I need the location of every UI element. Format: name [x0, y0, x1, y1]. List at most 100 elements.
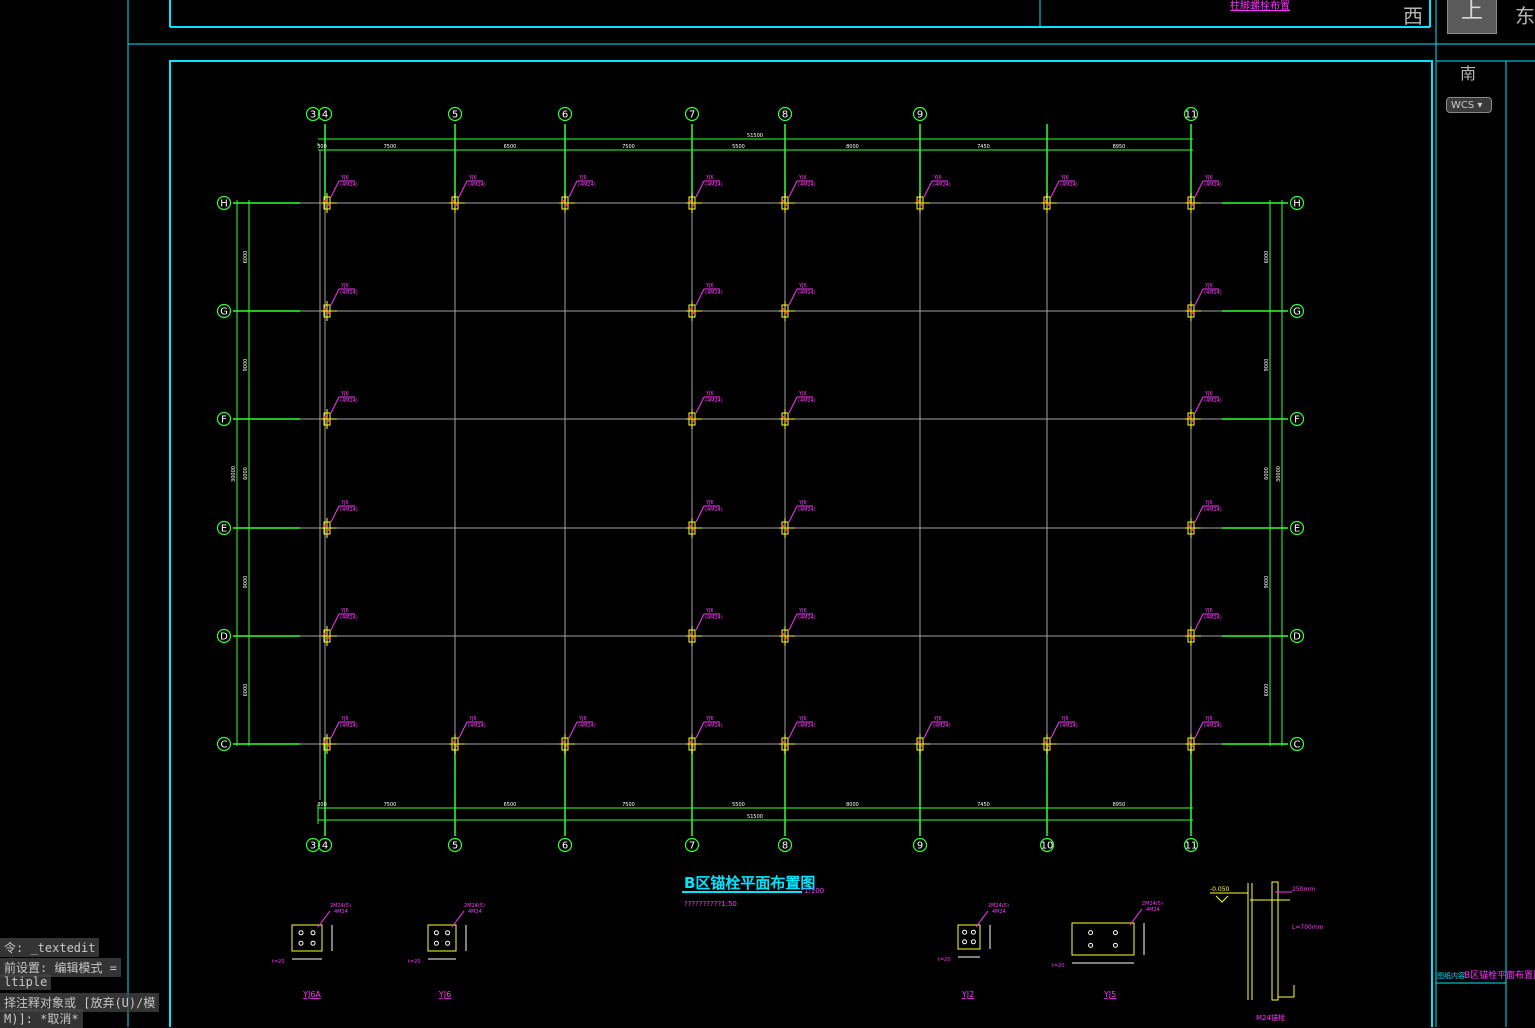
anchor-bolt-8F-tag: YJ6 — [798, 391, 807, 397]
anchor-bolt-8E-spec: (4M24) — [798, 507, 816, 513]
axis-bubble-bottom-4-circle — [317, 837, 333, 853]
command-line-prompt-2[interactable]: M)]: *取消* — [0, 1009, 83, 1028]
anchor-bolt-11D-bolt-2 — [1191, 636, 1195, 640]
wcs-menu-button[interactable]: WCS ▾ — [1446, 97, 1492, 113]
anchor-bolt-4C-bolt-1 — [323, 740, 327, 744]
axis-bubble-left-G: G — [220, 307, 228, 318]
anchor-bolt-11H-tag: YJ6 — [1204, 175, 1213, 181]
axis-bubble-top-11-circle — [1183, 106, 1199, 122]
axis-bubble-left-F-circle — [216, 411, 232, 427]
anchor-bolt-10C-bolt-2 — [1047, 744, 1051, 748]
top-dim-dim-7: 8950 — [1113, 144, 1126, 150]
anchor-bolt-9H-leader — [923, 180, 933, 198]
anchor-bolt-8C-bolt-1 — [781, 740, 785, 744]
anchor-bolt-8E-leader — [788, 505, 798, 523]
anchor-bolt-8C-leader — [788, 721, 798, 739]
bottom-dim-dim-2: 6500 — [504, 802, 517, 808]
anchor-bolt-11F-bolt-2 — [1191, 419, 1195, 423]
anchor-bolt-7G-leader — [695, 288, 705, 306]
detail-bolt-hole-1-0 — [433, 930, 439, 936]
anchor-bolt-section[interactable]: -0.050 250mm L=700mm M24锚栓 — [1210, 881, 1324, 1022]
detail-label-3: YJ5 — [1103, 990, 1116, 999]
viewcube-south[interactable]: 南 — [1460, 64, 1477, 83]
anchor-bolt-4E-spec: (4M24) — [340, 507, 358, 513]
detail-bolt-hole-3-1 — [1112, 930, 1118, 936]
anchor-bolt-11D-bolt-1 — [1187, 632, 1191, 636]
detail-bolt-hole-2-2 — [962, 939, 968, 945]
detail-spec2-1: 4M24 — [468, 909, 482, 915]
axis-bubble-bottom-11-circle — [1183, 837, 1199, 853]
anchor-bolt-8H-bolt-1 — [781, 199, 785, 203]
axis-bubble-right-E-circle — [1289, 520, 1305, 536]
left-dim-dim-3: 9000 — [243, 576, 249, 589]
anchor-bolt-7C: YJ6(4M24) — [686, 716, 723, 754]
anchor-bolt-4H-spec: (4M24) — [340, 182, 358, 188]
left-dim-dim-1: 9000 — [243, 359, 249, 372]
anchor-bolt-7C-bolt-1 — [688, 740, 692, 744]
anchor-bolt-7F-tag: YJ6 — [705, 391, 714, 397]
anchor-bolt-9H: YJ6(4M24) — [914, 175, 951, 213]
anchor-bolt-5C-bolt-1 — [451, 740, 455, 744]
right-dim-dim-3: 9000 — [1264, 576, 1270, 589]
anchor-bolt-5H-bolt-1 — [451, 199, 455, 203]
detail-spec2-3: 4M24 — [1146, 907, 1160, 913]
command-line-history-2: 前设置: 编辑模式 = — [0, 958, 121, 977]
side-title: B区锚栓平面布置图 — [1464, 969, 1535, 981]
axis-bubble-top-6: 6 — [562, 110, 568, 121]
anchor-bolt-8C: YJ6(4M24) — [779, 716, 816, 754]
viewcube-top-face[interactable]: 上 — [1447, 0, 1497, 34]
top-dim-dim-3: 7500 — [622, 144, 635, 150]
anchor-bolt-11G-spec: (4M24) — [1204, 290, 1222, 296]
axis-bubble-bottom-9: 9 — [917, 841, 923, 852]
axis-bubble-left-C-circle — [216, 736, 232, 752]
anchor-bolt-11D-leader — [1194, 613, 1204, 631]
right-dim-dim-0: 6000 — [1264, 251, 1270, 264]
anchor-bolt-8H-spec: (4M24) — [798, 182, 816, 188]
anchor-bolt-4G-bolt-2 — [327, 311, 331, 315]
right-dim-dim-2: 6000 — [1264, 467, 1270, 480]
axis-bubble-top-5-circle — [447, 106, 463, 122]
anchor-bolt-6H-bolt-2 — [565, 203, 569, 207]
anchor-bolt-7F: YJ6(4M24) — [686, 391, 723, 429]
anchor-bolt-8G: YJ6(4M24) — [779, 283, 816, 321]
anchor-bolt-8F-spec: (4M24) — [798, 398, 816, 404]
axis-bubble-bottom-3: 3 — [310, 841, 316, 852]
detail-bolt-hole-1-3 — [445, 940, 451, 946]
axis-bubble-top-6-circle — [557, 106, 573, 122]
anchor-bolt-7D-bolt-1 — [688, 632, 692, 636]
anchor-bolt-4D-bolt-1 — [323, 632, 327, 636]
top-dim-dim-5: 8000 — [846, 144, 859, 150]
axis-bubble-right-D: D — [1293, 632, 1301, 643]
anchor-bolt-5C-spec: (4M24) — [468, 723, 486, 729]
axis-bubble-right-H-circle — [1289, 195, 1305, 211]
anchor-bolt-11H-bolt-2 — [1191, 203, 1195, 207]
anchor-bolt-4F-tag: YJ6 — [340, 391, 349, 397]
anchor-bolt-6C-bolt-2 — [565, 744, 569, 748]
anchor-bolt-8H-tag: YJ6 — [798, 175, 807, 181]
detail-thickness-3: t=20 — [1052, 963, 1065, 969]
axis-bubble-top-8-circle — [777, 106, 793, 122]
anchor-bolt-4E: YJ6(4M24) — [321, 500, 358, 538]
anchor-bolt-6H: YJ6(4M24) — [559, 175, 596, 213]
drawing-subtitle: ??????????1:50 — [684, 900, 737, 908]
detail-bolt-hole-3-3 — [1112, 942, 1118, 948]
anchor-bolt-8F-bolt-2 — [785, 419, 789, 423]
viewcube-east[interactable]: 东 — [1515, 4, 1535, 28]
anchor-bolt-4C-tag: YJ6 — [340, 716, 349, 722]
command-line-prompt-1[interactable]: 择注释对象或 [放弃(U)/模 — [0, 993, 160, 1012]
anchor-bolt-11G-tag: YJ6 — [1204, 283, 1213, 289]
viewcube-west[interactable]: 西 — [1403, 4, 1423, 28]
axis-bubble-left-D: D — [220, 632, 228, 643]
anchor-bolt-4G-bolt-1 — [323, 307, 327, 311]
section-elevation: -0.050 — [1210, 886, 1230, 893]
anchor-bolt-11G-bolt-1 — [1187, 307, 1191, 311]
anchor-bolt-11C: YJ6(4M24) — [1185, 716, 1222, 754]
axis-bubble-top-3-circle — [305, 106, 321, 122]
